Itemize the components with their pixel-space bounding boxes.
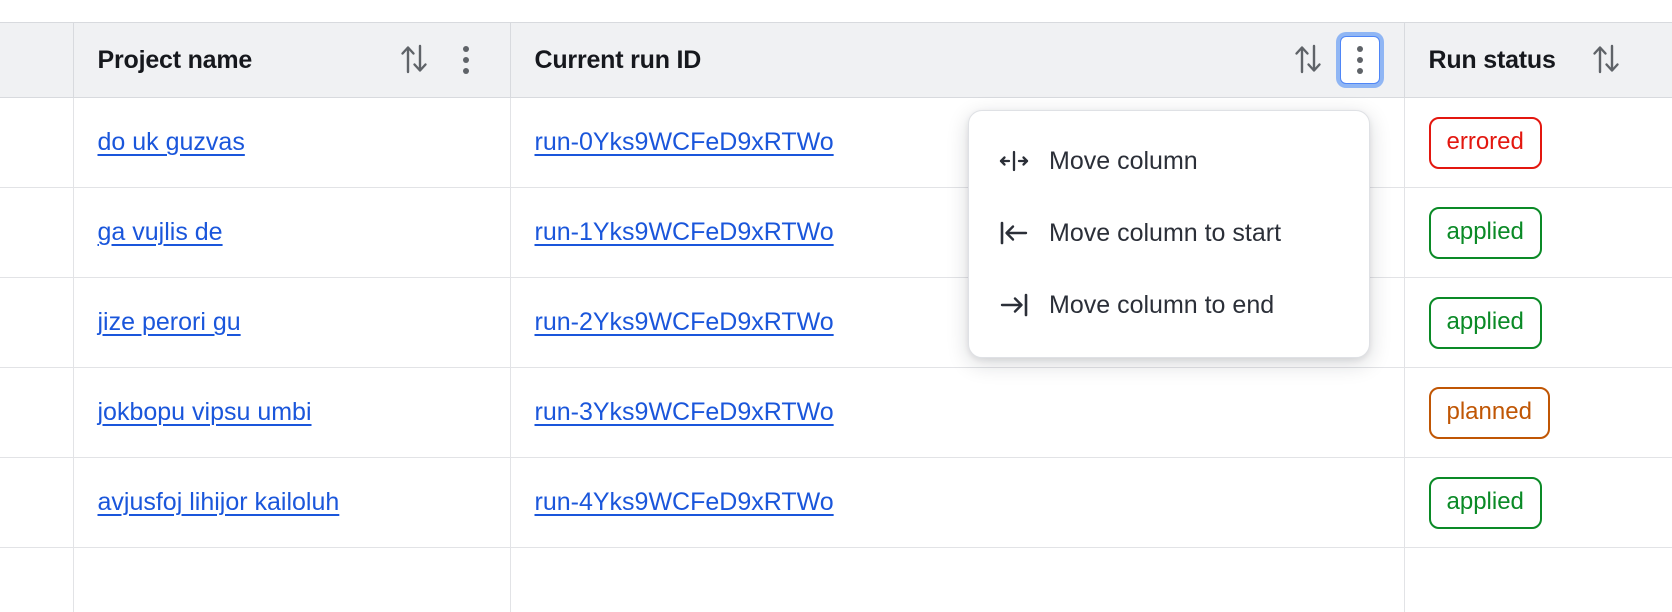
- column-header-label-run-status: Run status: [1428, 45, 1556, 74]
- column-options-menu: Move column Move column to start Move co…: [968, 110, 1370, 358]
- sort-arrows-icon: [1591, 42, 1621, 79]
- project-name-cell: jize perori gu: [73, 277, 511, 368]
- project-name-link[interactable]: jize perori gu: [97, 308, 241, 336]
- current-run-id-cell: [510, 547, 1405, 612]
- run-status-cell: [1404, 547, 1672, 612]
- status-badge: planned: [1428, 386, 1550, 439]
- project-name-cell: avjusfoj lihijor kailoluh: [73, 457, 511, 548]
- run-status-cell: errored: [1404, 97, 1672, 188]
- column-header-label-project-name: Project name: [97, 45, 253, 74]
- table-row: jokbopu vipsu umbi run-3Yks9WCFeD9xRTWo …: [0, 367, 1672, 458]
- row-select-cell[interactable]: [0, 547, 74, 612]
- row-select-cell[interactable]: [0, 367, 74, 458]
- menu-item-label: Move column to start: [1049, 218, 1282, 247]
- header-row: Project name: [0, 22, 1672, 98]
- row-select-cell[interactable]: [0, 97, 74, 188]
- sort-button-run-status[interactable]: [1584, 38, 1628, 82]
- run-id-link[interactable]: run-0Yks9WCFeD9xRTWo: [534, 128, 834, 156]
- row-select-cell[interactable]: [0, 187, 74, 278]
- header-actions-project-name: [392, 36, 486, 84]
- column-header-current-run-id: Current run ID: [510, 22, 1405, 98]
- project-name-cell: [73, 547, 511, 612]
- run-id-link[interactable]: run-2Yks9WCFeD9xRTWo: [534, 308, 834, 336]
- column-menu-button-current-run-id[interactable]: [1339, 36, 1380, 84]
- project-name-link[interactable]: avjusfoj lihijor kailoluh: [97, 488, 340, 516]
- run-status-cell: applied: [1404, 187, 1672, 278]
- table-header: Project name: [0, 22, 1672, 98]
- projects-table: Project name: [0, 22, 1672, 612]
- sort-arrows-icon: [399, 42, 429, 79]
- sort-arrows-icon: [1293, 42, 1323, 79]
- run-status-cell: applied: [1404, 277, 1672, 368]
- select-column-header: [0, 22, 74, 98]
- run-id-link[interactable]: run-3Yks9WCFeD9xRTWo: [534, 398, 834, 426]
- column-header-project-name: Project name: [73, 22, 511, 98]
- kebab-menu-icon: [462, 46, 469, 74]
- status-badge: applied: [1428, 296, 1542, 349]
- table-body: do uk guzvas run-0Yks9WCFeD9xRTWo errore…: [0, 97, 1672, 612]
- project-name-cell: ga vujlis de: [73, 187, 511, 278]
- table-row: jize perori gu run-2Yks9WCFeD9xRTWo appl…: [0, 277, 1672, 368]
- run-status-cell: planned: [1404, 367, 1672, 458]
- header-actions-current-run-id: [1286, 36, 1380, 84]
- projects-table-container: Project name: [0, 22, 1672, 612]
- project-name-link[interactable]: ga vujlis de: [97, 218, 223, 246]
- project-name-link[interactable]: do uk guzvas: [97, 128, 245, 156]
- status-badge: applied: [1428, 206, 1542, 259]
- project-name-cell: do uk guzvas: [73, 97, 511, 188]
- move-column-icon: [997, 144, 1031, 178]
- move-column-to-end-icon: [997, 288, 1031, 322]
- run-status-cell: applied: [1404, 457, 1672, 548]
- kebab-menu-icon: [1356, 46, 1363, 74]
- run-id-link[interactable]: run-1Yks9WCFeD9xRTWo: [534, 218, 834, 246]
- column-menu-button-project-name[interactable]: [446, 36, 486, 84]
- status-badge: applied: [1428, 476, 1542, 529]
- column-header-label-current-run-id: Current run ID: [534, 45, 702, 74]
- table-row: do uk guzvas run-0Yks9WCFeD9xRTWo errore…: [0, 97, 1672, 188]
- row-select-cell[interactable]: [0, 277, 74, 368]
- sort-button-project-name[interactable]: [392, 38, 436, 82]
- header-actions-run-status: [1584, 38, 1628, 82]
- table-row: avjusfoj lihijor kailoluh run-4Yks9WCFeD…: [0, 457, 1672, 548]
- menu-item-label: Move column: [1049, 146, 1198, 175]
- column-header-run-status: Run status: [1404, 22, 1672, 98]
- menu-item-move-column[interactable]: Move column: [969, 125, 1369, 197]
- run-id-link[interactable]: run-4Yks9WCFeD9xRTWo: [534, 488, 834, 516]
- status-badge: errored: [1428, 116, 1542, 169]
- current-run-id-cell: run-4Yks9WCFeD9xRTWo: [510, 457, 1405, 548]
- menu-item-move-column-to-start[interactable]: Move column to start: [969, 197, 1369, 269]
- project-name-link[interactable]: jokbopu vipsu umbi: [97, 398, 312, 426]
- row-select-cell[interactable]: [0, 457, 74, 548]
- current-run-id-cell: run-3Yks9WCFeD9xRTWo: [510, 367, 1405, 458]
- project-name-cell: jokbopu vipsu umbi: [73, 367, 511, 458]
- sort-button-current-run-id[interactable]: [1286, 38, 1330, 82]
- move-column-to-start-icon: [997, 216, 1031, 250]
- table-row: ga vujlis de run-1Yks9WCFeD9xRTWo applie…: [0, 187, 1672, 278]
- menu-item-label: Move column to end: [1049, 290, 1275, 319]
- menu-item-move-column-to-end[interactable]: Move column to end: [969, 269, 1369, 341]
- table-row: [0, 547, 1672, 612]
